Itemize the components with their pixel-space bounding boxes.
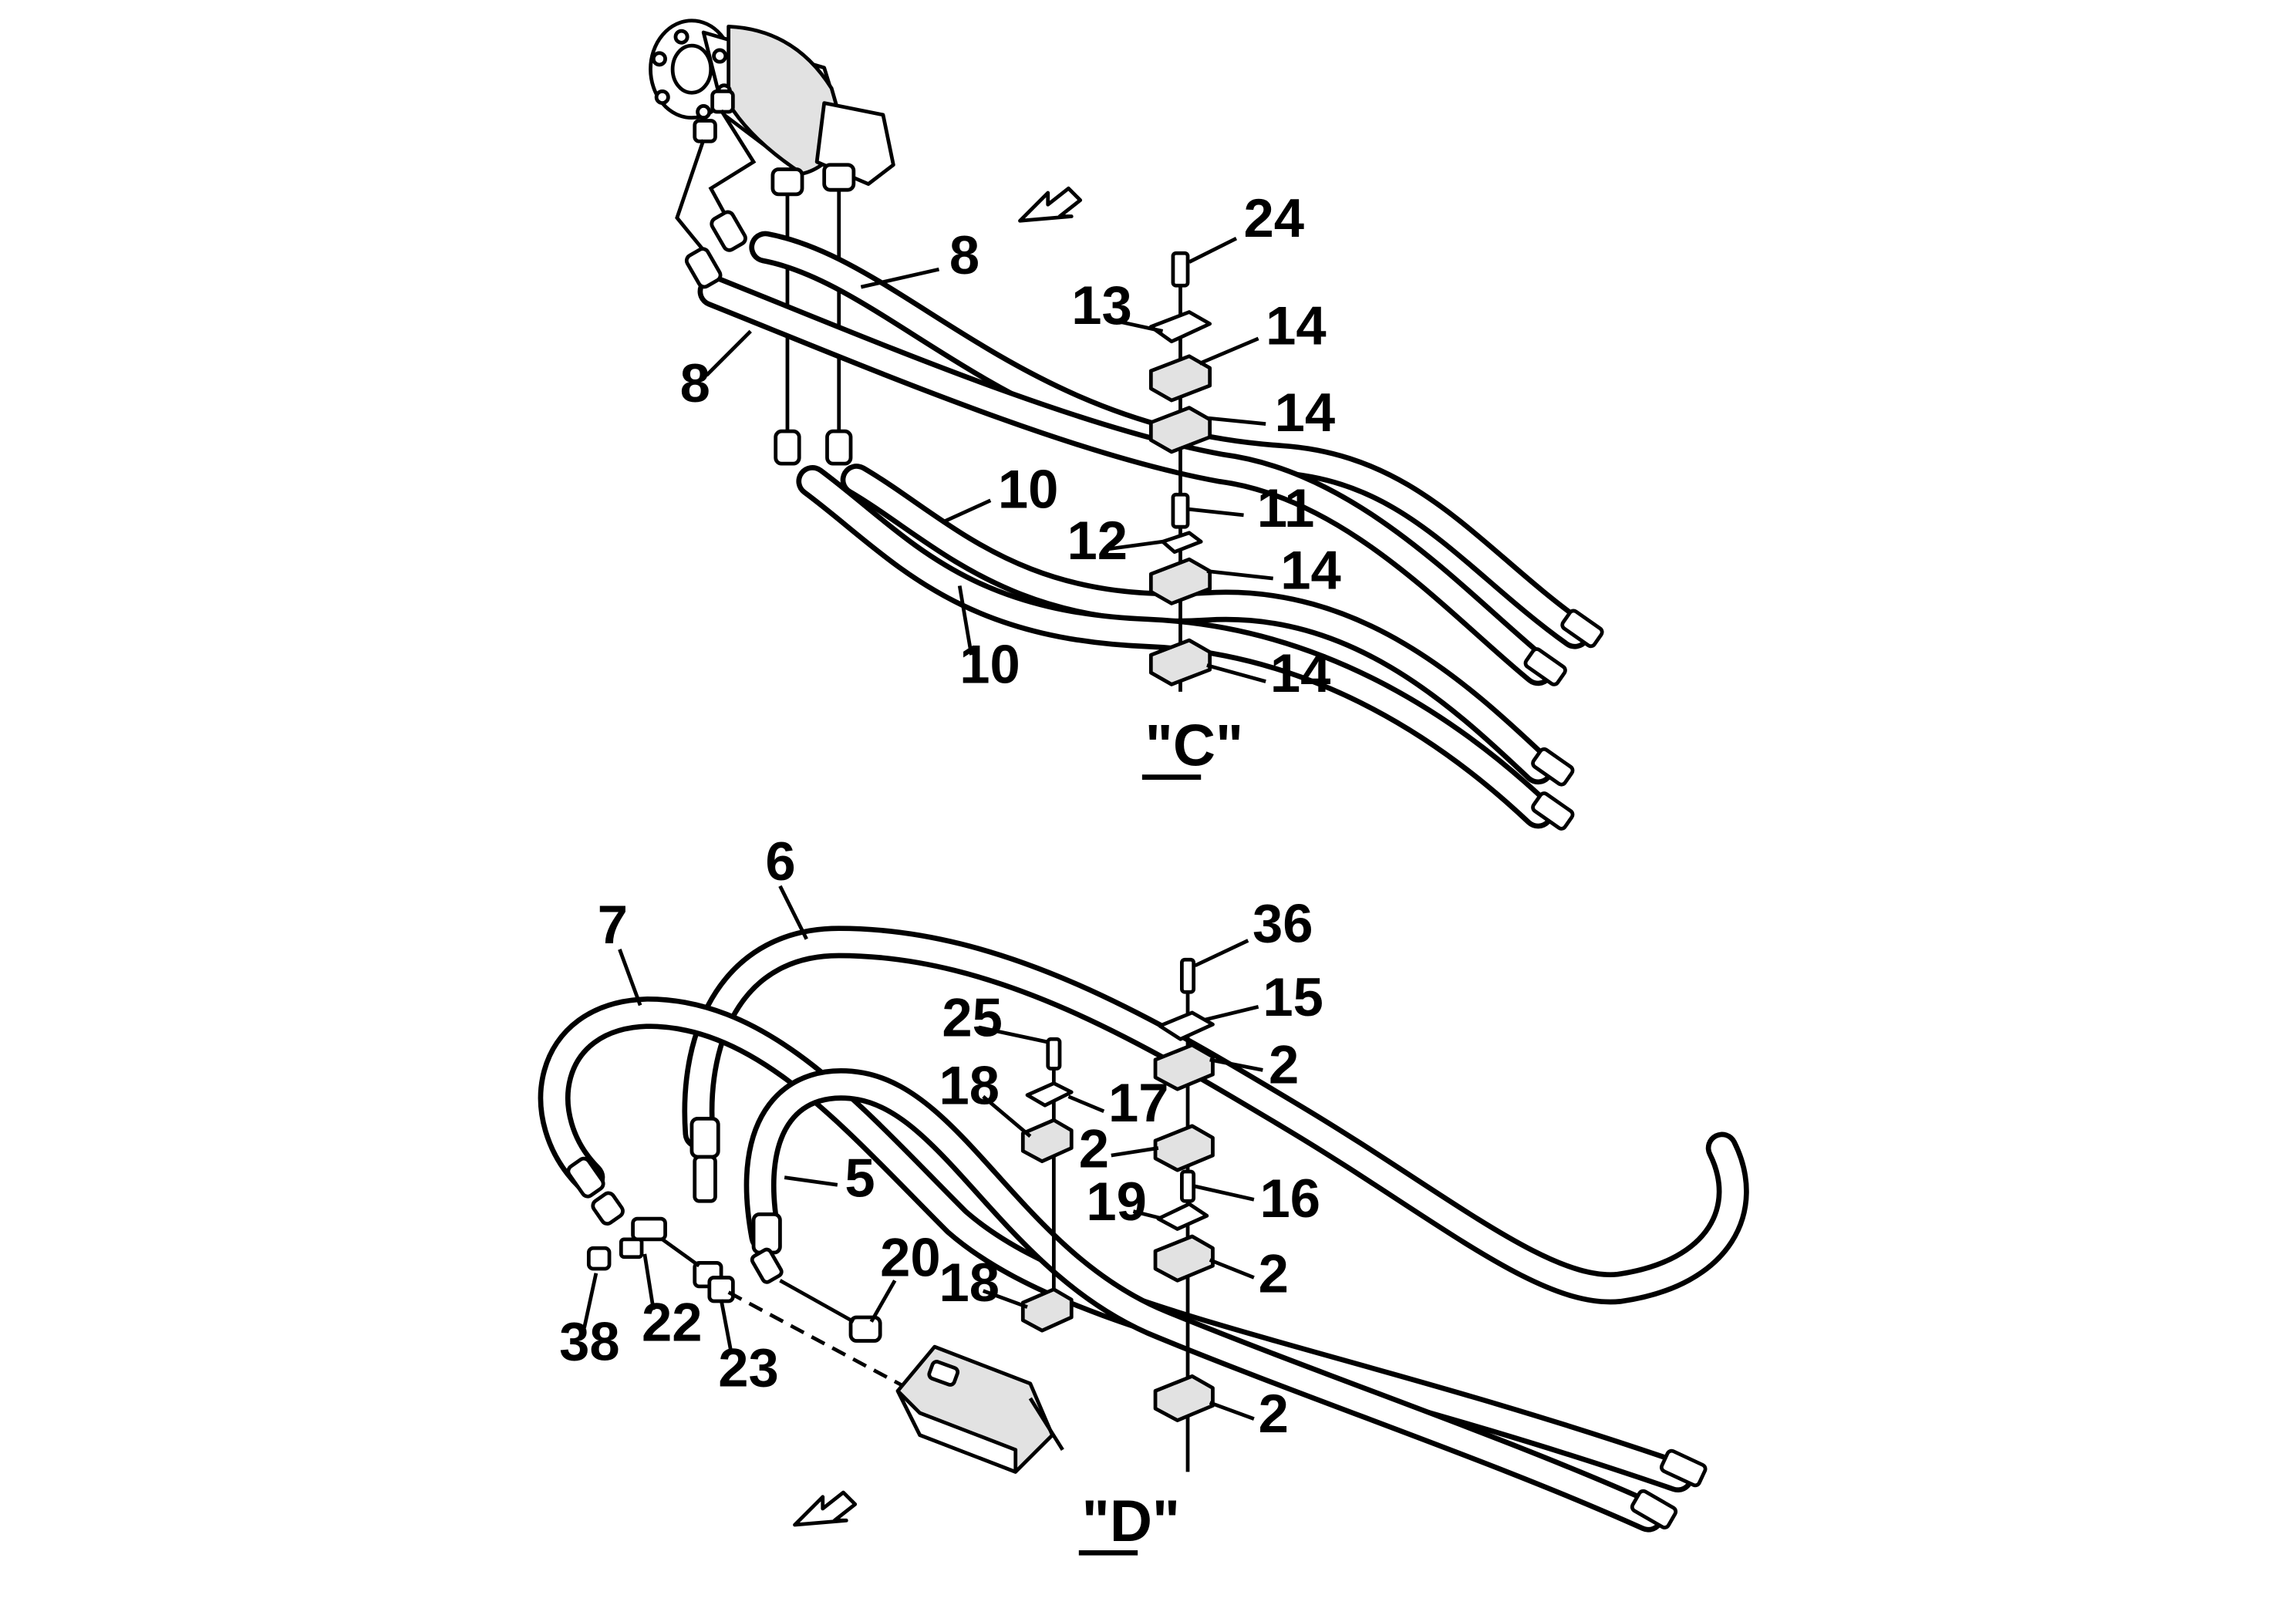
callout-d-10: 5 xyxy=(845,1147,875,1208)
callout-c-3: 14 xyxy=(1266,295,1327,356)
callout-d-11: 16 xyxy=(1260,1168,1321,1229)
callout-d-2: 36 xyxy=(1253,892,1313,953)
callout-c-2: 13 xyxy=(1071,275,1132,336)
leader-lines-d xyxy=(582,885,1263,1421)
clamp-stack-d-right xyxy=(1153,957,1215,1472)
callout-c-5: 8 xyxy=(949,224,979,285)
callout-c-6: 8 xyxy=(680,352,710,413)
clamp-stack-d-left xyxy=(1020,1037,1074,1333)
view-d: 6 36 7 15 25 2 18 17 2 5 16 19 2 20 18 2… xyxy=(538,831,1749,1556)
callout-c-1: 24 xyxy=(1244,187,1305,248)
callout-d-17: 38 xyxy=(559,1310,620,1371)
callout-d-13: 2 xyxy=(1259,1243,1289,1304)
view-label-c: "C" xyxy=(1145,713,1244,778)
callout-c-10: 14 xyxy=(1280,539,1341,600)
callout-c-9: 12 xyxy=(1067,510,1128,571)
callout-c-4: 14 xyxy=(1275,382,1336,443)
callout-d-16: 22 xyxy=(642,1291,703,1352)
callout-d-8: 17 xyxy=(1108,1072,1169,1133)
callout-c-8: 10 xyxy=(998,458,1059,519)
callout-d-19: 2 xyxy=(1259,1383,1289,1444)
direction-arrow-icon xyxy=(1018,186,1083,223)
callout-d-7: 18 xyxy=(939,1054,1000,1115)
hydraulic-pump-icon xyxy=(895,1344,1064,1474)
tee-fitting-group xyxy=(586,1216,882,1343)
hydraulic-motor-icon xyxy=(649,19,895,197)
callout-d-15: 18 xyxy=(939,1252,1000,1313)
callout-d-1: 6 xyxy=(765,831,795,892)
callout-c-11: 10 xyxy=(959,633,1020,694)
callout-c-12: 14 xyxy=(1270,642,1331,703)
direction-arrow-icon xyxy=(793,1490,858,1527)
clamp-stack-c xyxy=(1148,251,1212,692)
callout-d-18: 23 xyxy=(718,1337,779,1398)
callout-d-4: 15 xyxy=(1263,966,1323,1027)
callout-d-6: 2 xyxy=(1269,1034,1299,1095)
hose-end-fittings-c xyxy=(684,210,1604,831)
callout-d-9: 2 xyxy=(1079,1118,1109,1179)
callout-c-7: 11 xyxy=(1257,477,1315,538)
callout-d-5: 25 xyxy=(942,986,1003,1047)
view-label-d: "D" xyxy=(1082,1489,1181,1554)
hose-end-fittings-d xyxy=(566,1116,1708,1529)
callout-d-3: 7 xyxy=(598,894,628,955)
callout-d-14: 20 xyxy=(880,1227,941,1288)
view-c: 24 13 14 14 8 8 11 10 12 14 10 14 "C" xyxy=(649,19,1604,831)
leader-lines-c xyxy=(705,237,1273,683)
callout-d-12: 19 xyxy=(1086,1171,1147,1232)
